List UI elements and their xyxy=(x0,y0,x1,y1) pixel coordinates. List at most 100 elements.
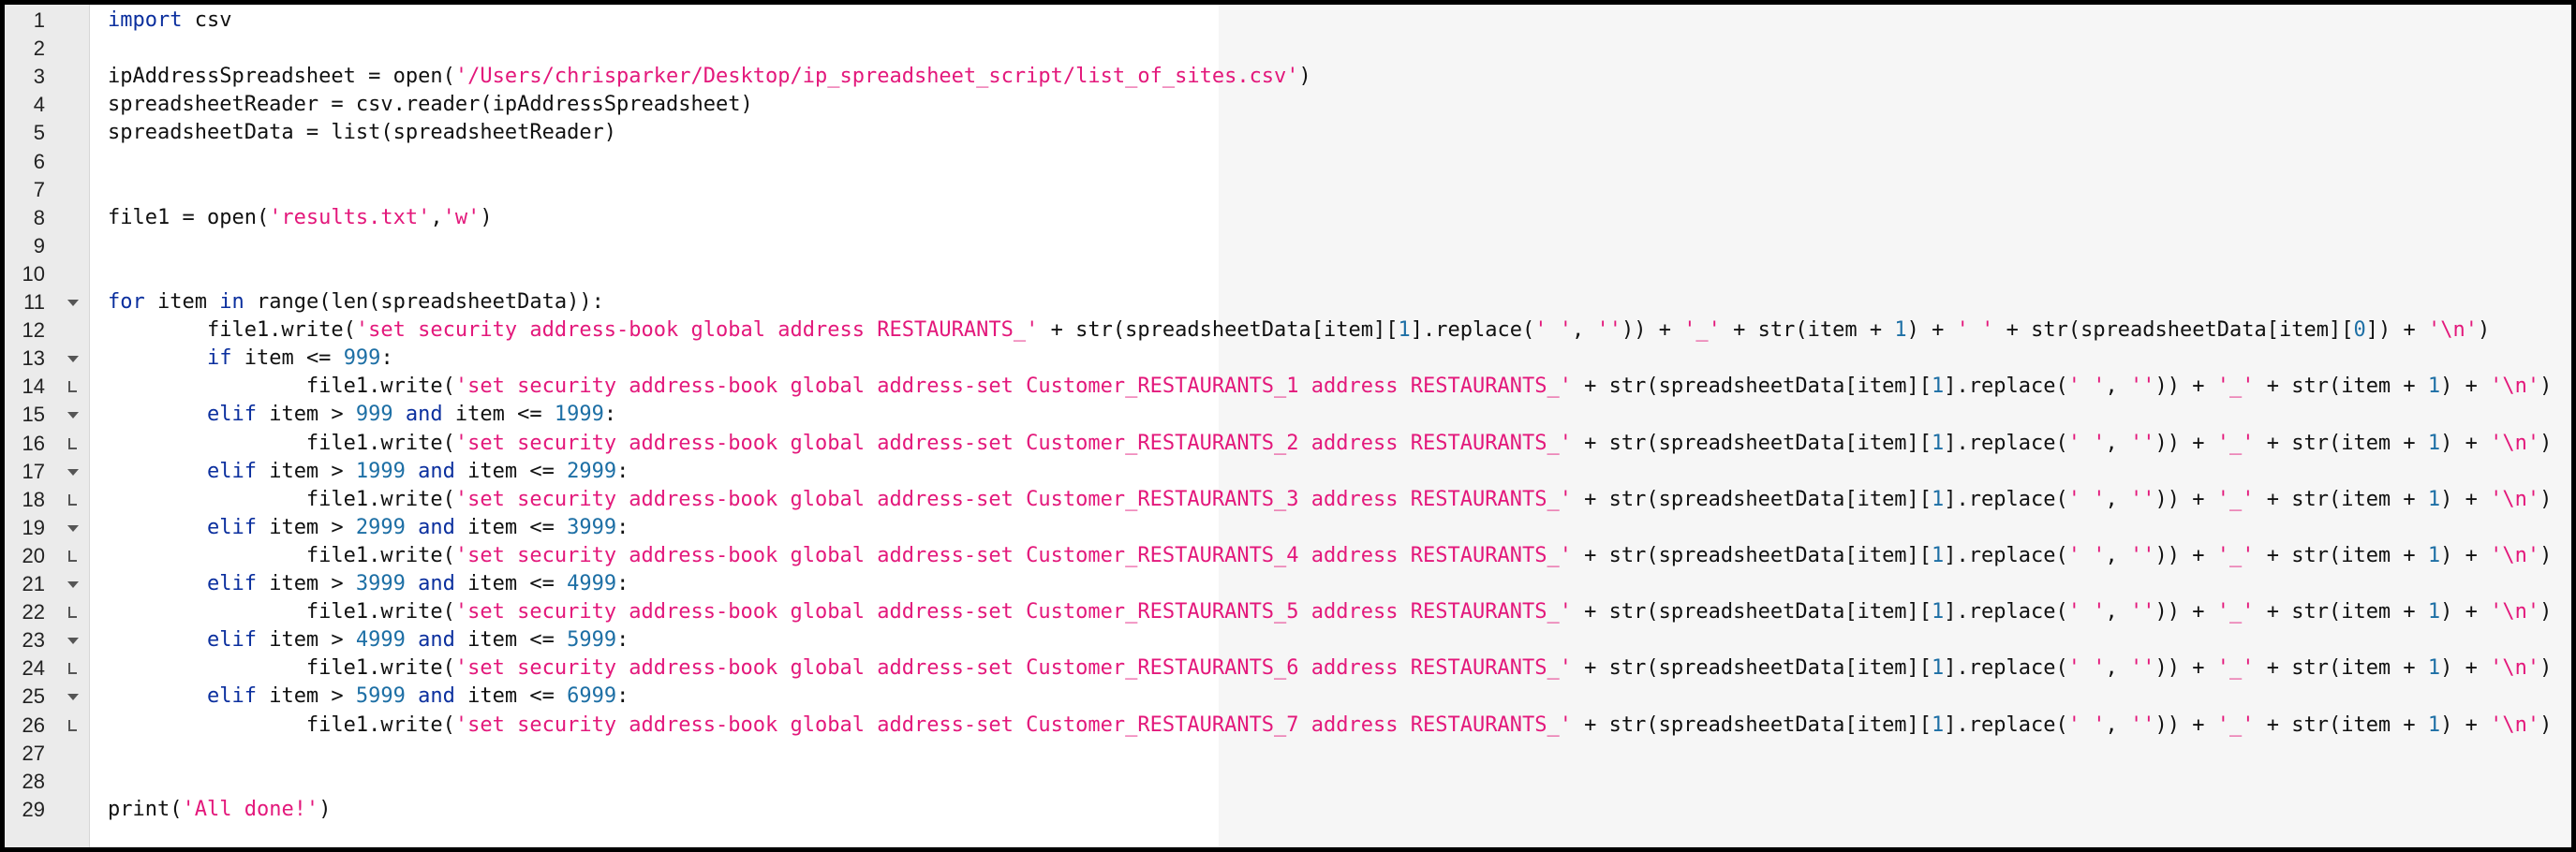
string-token: 'results.txt' xyxy=(269,205,431,229)
code-token: , xyxy=(2105,431,2130,455)
code-token: + str(spreadsheetData[item][ xyxy=(1571,600,1932,624)
keyword-token: elif xyxy=(206,515,257,539)
code-line[interactable]: 22 file1.write('set security address-boo… xyxy=(5,598,2571,626)
code-line[interactable]: 10 xyxy=(5,260,2571,288)
code-line[interactable]: 12 file1.write('set security address-boo… xyxy=(5,316,2571,345)
code-token: file1.write( xyxy=(108,600,455,624)
chevron-down-icon[interactable] xyxy=(65,683,81,711)
code-line[interactable]: 9 xyxy=(5,232,2571,260)
code-token: + str(spreadsheetData[item][ xyxy=(1571,431,1932,455)
code-token: + str(item + xyxy=(2254,543,2428,567)
code-token: file1.write( xyxy=(108,543,455,567)
line-number: 10 xyxy=(22,261,45,286)
chevron-down-icon[interactable] xyxy=(65,288,81,316)
code-text: spreadsheetReader = csv.reader(ipAddress… xyxy=(108,91,753,119)
code-token xyxy=(108,572,207,595)
code-token: ) xyxy=(480,205,493,229)
code-line[interactable]: 15 elif item > 999 and item <= 1999: xyxy=(5,401,2571,429)
number-token: 1 xyxy=(1932,600,1945,624)
code-token: ].replace( xyxy=(1944,375,2068,399)
code-line[interactable]: 16 file1.write('set security address-boo… xyxy=(5,430,2571,458)
string-token: '' xyxy=(2130,431,2155,455)
code-line[interactable]: 23 elif item > 4999 and item <= 5999: xyxy=(5,626,2571,654)
number-token: 1999 xyxy=(355,459,406,483)
code-line[interactable]: 13 if item <= 999: xyxy=(5,345,2571,373)
string-token: 'set security address-book global addres… xyxy=(454,543,1572,567)
line-number: 19 xyxy=(22,515,45,539)
number-token: 1 xyxy=(1932,543,1945,567)
code-line[interactable]: 26 file1.write('set security address-boo… xyxy=(5,712,2571,740)
code-token: : xyxy=(616,684,629,709)
string-token: '' xyxy=(1596,318,1621,343)
code-line[interactable]: 20 file1.write('set security address-boo… xyxy=(5,542,2571,570)
code-token: , xyxy=(2105,487,2130,511)
code-line[interactable]: 17 elif item > 1999 and item <= 2999: xyxy=(5,458,2571,486)
chevron-down-icon[interactable] xyxy=(65,458,81,486)
code-token: item xyxy=(144,290,220,314)
code-token xyxy=(406,684,418,708)
chevron-down-icon[interactable] xyxy=(65,514,81,542)
code-text: file1.write('set security address-book g… xyxy=(108,316,2490,345)
chevron-down-icon[interactable] xyxy=(65,345,81,373)
string-token: '\n' xyxy=(2490,543,2540,567)
number-token: 1 xyxy=(2427,600,2441,624)
code-token: file1.write( xyxy=(108,431,455,455)
number-token: 2999 xyxy=(567,459,617,483)
string-token: '_' xyxy=(2216,712,2255,737)
string-token: '_' xyxy=(2216,543,2255,567)
code-line[interactable]: 24 file1.write('set security address-boo… xyxy=(5,654,2571,683)
keyword-token: elif xyxy=(206,403,257,427)
code-line[interactable]: 28 xyxy=(5,768,2571,796)
line-number: 25 xyxy=(22,684,45,709)
chevron-down-icon[interactable] xyxy=(65,401,81,429)
keyword-token: elif xyxy=(206,572,257,595)
keyword-token: in xyxy=(219,290,244,314)
code-line[interactable]: 7 xyxy=(5,176,2571,204)
line-number: 1 xyxy=(33,8,45,32)
line-number: 22 xyxy=(22,600,45,624)
code-token: , xyxy=(2105,375,2130,399)
number-token: 1999 xyxy=(554,403,604,427)
code-line[interactable]: 6 xyxy=(5,148,2571,176)
code-line[interactable]: 25 elif item > 5999 and item <= 6999: xyxy=(5,683,2571,711)
code-text: file1.write('set security address-book g… xyxy=(108,542,2552,570)
code-token: ) xyxy=(2539,487,2553,511)
code-token xyxy=(108,460,207,483)
code-line[interactable]: 19 elif item > 2999 and item <= 3999: xyxy=(5,514,2571,542)
chevron-down-icon[interactable] xyxy=(65,570,81,598)
chevron-down-icon[interactable] xyxy=(65,626,81,654)
code-line[interactable]: 27 xyxy=(5,740,2571,768)
string-token: '' xyxy=(2130,375,2155,399)
fold-end-icon xyxy=(65,712,81,740)
number-token: 0 xyxy=(2353,318,2366,343)
code-token: , xyxy=(2105,600,2130,624)
code-token: : xyxy=(380,346,393,371)
code-token: ) + xyxy=(2440,543,2491,567)
number-token: 1 xyxy=(2427,543,2441,567)
line-number: 11 xyxy=(23,290,45,314)
string-token: '\n' xyxy=(2490,656,2540,681)
code-text: elif item > 4999 and item <= 5999: xyxy=(108,626,629,654)
code-text: elif item > 1999 and item <= 2999: xyxy=(108,458,629,486)
code-line[interactable]: 2 xyxy=(5,35,2571,63)
code-line[interactable]: 21 elif item > 3999 and item <= 4999: xyxy=(5,570,2571,598)
line-number: 17 xyxy=(22,459,45,483)
string-token: '' xyxy=(2130,712,2155,737)
code-token xyxy=(406,516,418,539)
code-token: , xyxy=(430,205,443,229)
code-line[interactable]: 14 file1.write('set security address-boo… xyxy=(5,373,2571,401)
keyword-token: elif xyxy=(206,628,257,653)
code-line[interactable]: 18 file1.write('set security address-boo… xyxy=(5,486,2571,514)
code-token: )) + xyxy=(2154,431,2217,455)
code-token: item <= xyxy=(231,346,344,371)
code-token: item > xyxy=(256,459,356,483)
code-token: spreadsheetReader = csv.reader(ipAddress… xyxy=(108,93,753,117)
